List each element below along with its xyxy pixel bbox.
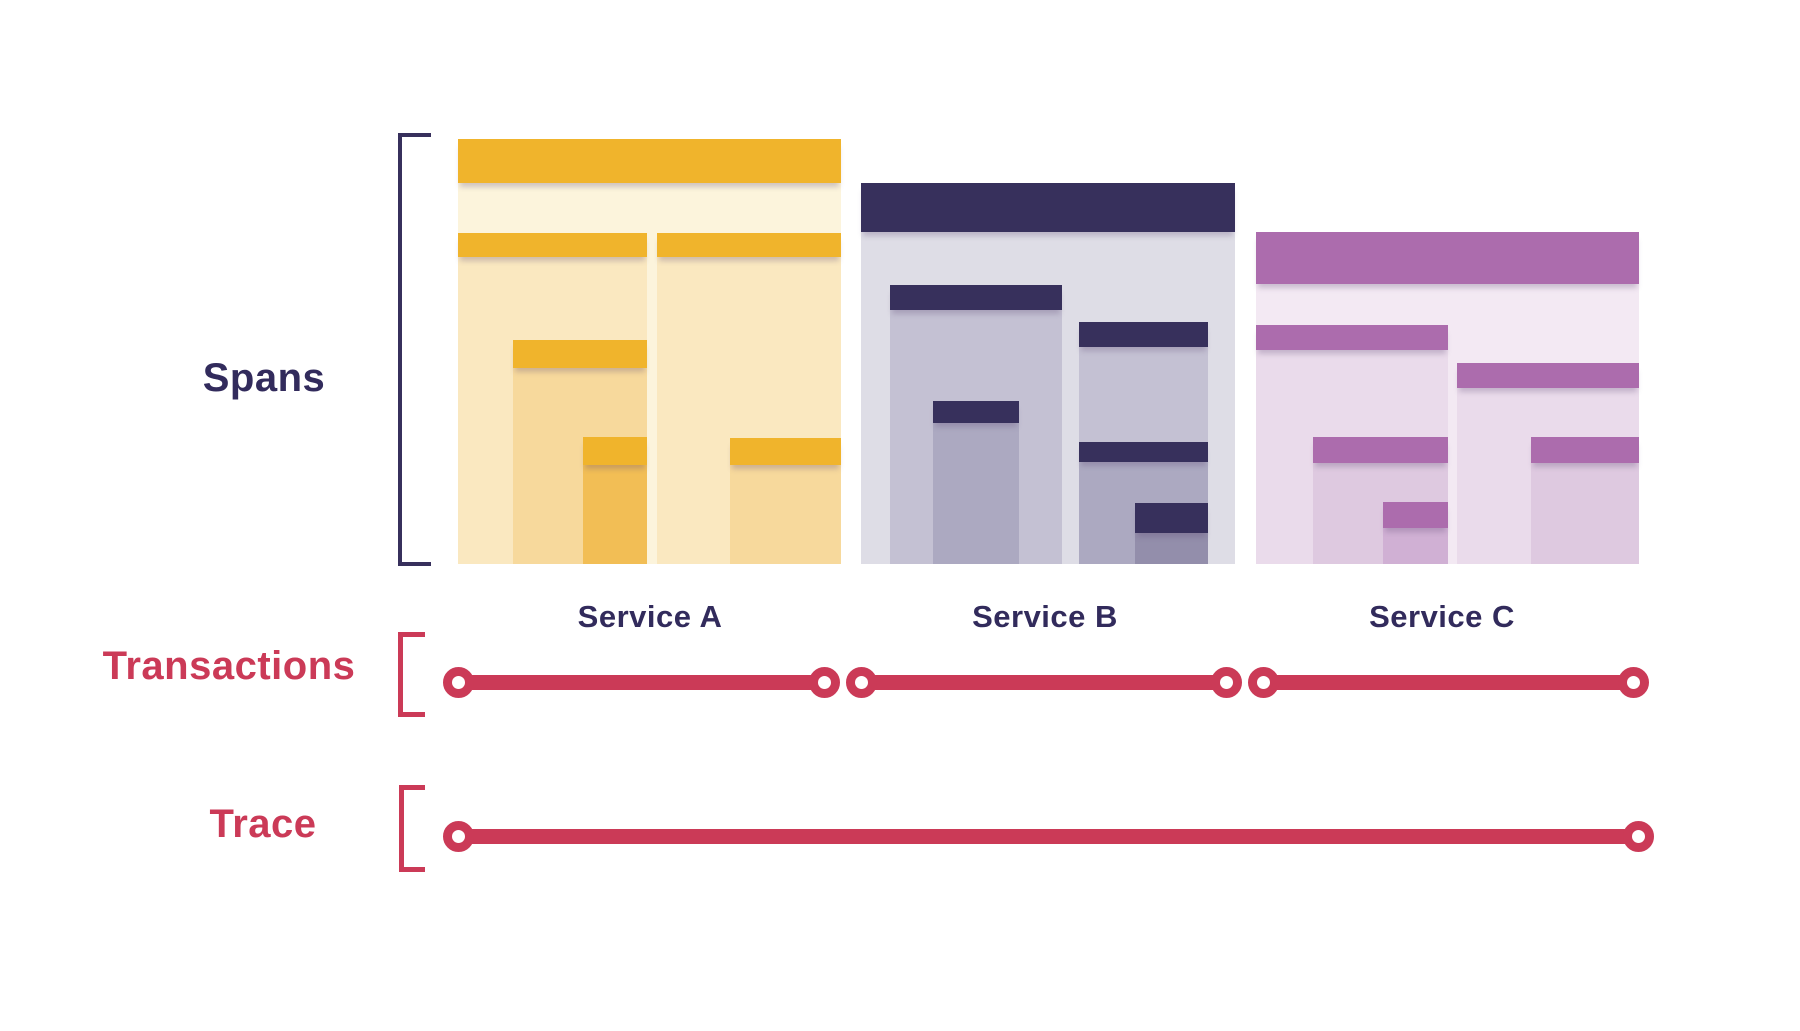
transaction-1-line-bar [458,674,824,690]
span-header-b-root [861,183,1235,232]
transactions-label: Transactions [102,644,356,688]
span-header-c-child-1-1 [1313,437,1448,463]
transaction-1-start-circle [442,666,474,698]
trace-label: Trace [209,802,317,846]
span-header-c-child-1 [1256,325,1448,350]
transaction-3-start-circle [1247,666,1279,698]
span-header-c-child-1-1-1 [1383,502,1448,528]
trace-start-circle [442,820,474,852]
span-header-a-child-2-1 [730,438,841,465]
trace-bracket [399,785,425,872]
service-label: Service C [1369,599,1515,634]
span-bar-b-child-1-1 [933,401,1019,564]
transactions-bracket [398,632,425,717]
span-bar-c-child-2-1 [1531,437,1639,564]
span-header-c-child-2-1 [1531,437,1639,463]
span-header-b-child-1-1 [933,401,1019,423]
span-bar-c-child-1-1-1 [1383,502,1448,564]
transaction-1-end-circle [808,666,840,698]
span-bar-a-child-2-1 [730,438,841,564]
transaction-2-end-circle [1210,666,1242,698]
trace-end-circle [1622,820,1654,852]
span-header-b-child-2-1-1 [1135,503,1208,533]
span-header-c-child-2 [1457,363,1639,388]
span-header-b-child-2-1 [1079,442,1208,462]
span-header-c-root [1256,232,1639,284]
span-header-a-child-1-1 [513,340,647,368]
service-label: Service A [577,599,723,634]
transaction-2-line-bar [861,674,1226,690]
transaction-2-start-circle [845,666,877,698]
service-label: Service B [972,599,1118,634]
transaction-3-line-bar [1263,674,1633,690]
trace-line-bar [458,828,1638,844]
span-header-a-child-2 [657,233,841,257]
spans-bracket [398,133,431,566]
spans-label: Spans [202,356,326,400]
span-header-b-child-2 [1079,322,1208,347]
span-bar-a-child-1-1-1 [583,437,647,564]
span-header-a-child-1 [458,233,647,257]
span-header-b-child-1 [890,285,1062,310]
span-bar-b-child-2-1-1 [1135,503,1208,564]
span-header-a-child-1-1-1 [583,437,647,465]
span-header-a-root [458,139,841,183]
transaction-3-end-circle [1617,666,1649,698]
